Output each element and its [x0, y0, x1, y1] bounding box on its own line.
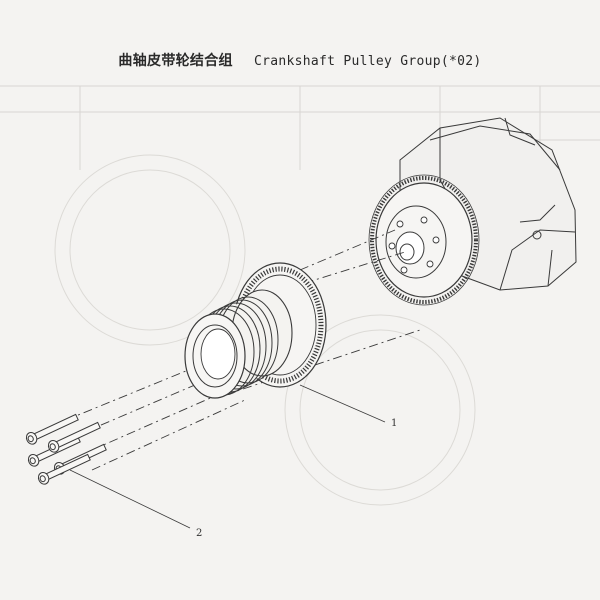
bolt: [25, 413, 79, 445]
bolt: [37, 453, 91, 485]
pulley-bolts: [25, 413, 107, 485]
flywheel-gear: [368, 174, 480, 306]
leader-lines: [69, 384, 386, 529]
bleed-through-watermark: [54, 154, 476, 506]
page-title: 曲轴皮带轮结合组 Crankshaft Pulley Group(*02): [0, 50, 600, 70]
crankshaft-pulley: [184, 262, 327, 400]
title-chinese: 曲轴皮带轮结合组: [118, 53, 233, 69]
callout-1: 1: [391, 418, 397, 429]
callout-2: 2: [196, 528, 202, 539]
bolt: [47, 421, 101, 453]
title-english: Crankshaft Pulley Group(*02): [254, 54, 482, 69]
